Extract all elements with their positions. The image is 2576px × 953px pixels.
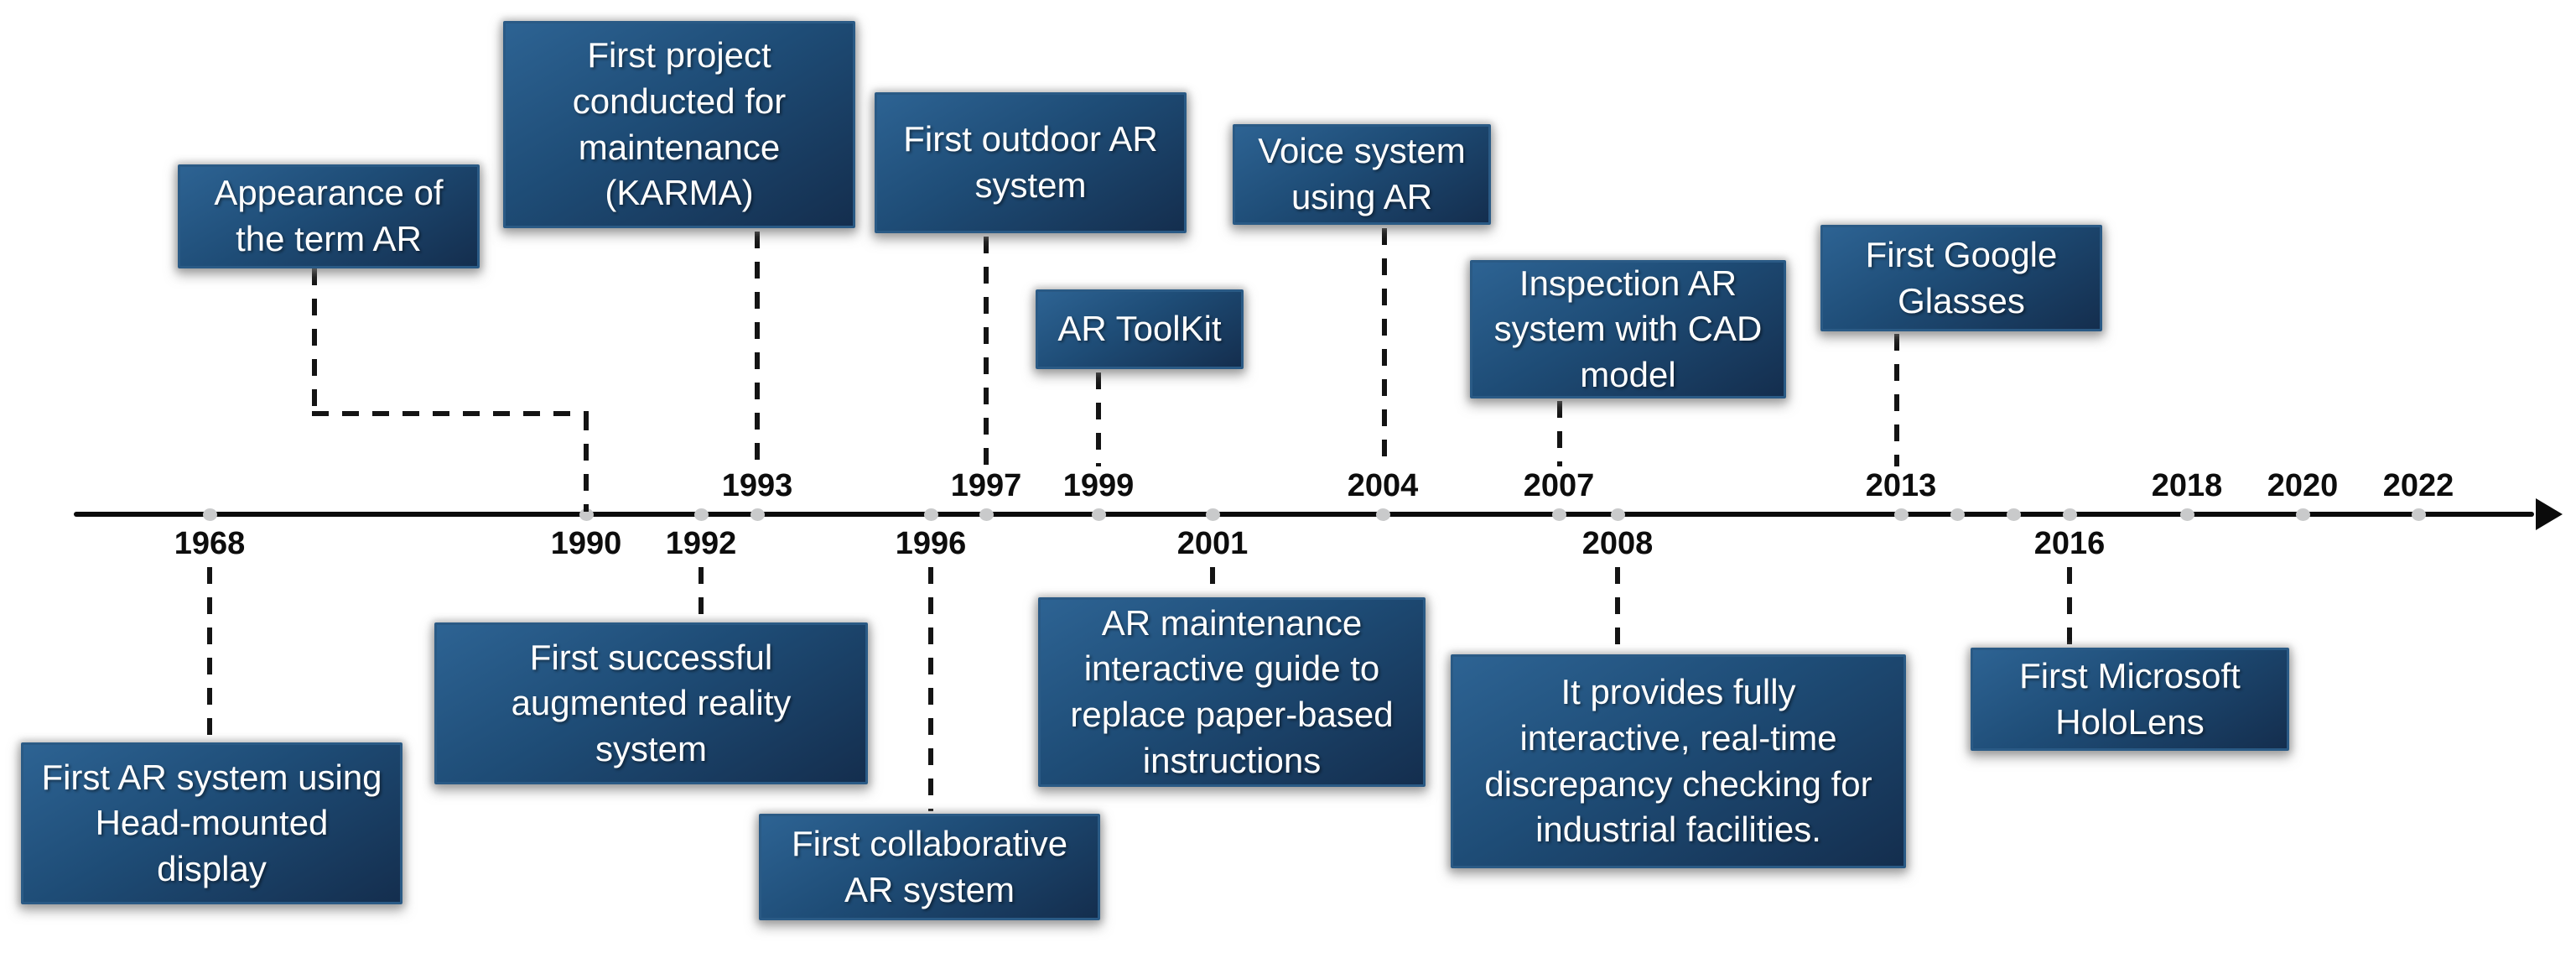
timeline-axis — [74, 512, 2534, 517]
timeline-tick-2018 — [2180, 508, 2194, 521]
year-label-2016: 2016 — [2033, 526, 2106, 561]
timeline-tick — [2007, 508, 2021, 521]
timeline-tick-1996 — [924, 508, 938, 521]
event-label-discrepancy-checking: It provides fully interactive, real-time… — [1484, 672, 1872, 850]
event-box-inspection-cad: Inspection AR system with CAD model — [1470, 260, 1786, 398]
connector-discrepancy-checking — [1615, 567, 1620, 653]
event-box-google-glasses: First Google Glasses — [1820, 225, 2102, 331]
connector-hololens — [2067, 567, 2072, 646]
year-label-2004: 2004 — [1347, 468, 1419, 503]
timeline-tick-2022 — [2412, 508, 2426, 521]
event-box-collaborative-ar: First collaborative AR system — [759, 814, 1100, 920]
year-label-1990: 1990 — [550, 526, 622, 561]
connector-maintenance-guide — [1210, 567, 1215, 596]
timeline-tick-2007 — [1552, 508, 1566, 521]
event-box-ar-toolkit: AR ToolKit — [1036, 289, 1244, 369]
year-label-2007: 2007 — [1523, 468, 1595, 503]
timeline-tick-1968 — [203, 508, 217, 521]
timeline-tick-1990 — [579, 508, 594, 521]
year-label-1992: 1992 — [665, 526, 737, 561]
timeline-tick-2004 — [1376, 508, 1390, 521]
connector-google-glasses — [1894, 334, 1899, 466]
year-label-2001: 2001 — [1176, 526, 1249, 561]
event-label-first-successful: First successful augmented reality syste… — [511, 637, 792, 768]
connector-term-ar — [312, 411, 589, 416]
timeline-tick-2008 — [1611, 508, 1625, 521]
year-label-1997: 1997 — [950, 468, 1022, 503]
event-box-outdoor-ar: First outdoor AR system — [875, 92, 1187, 233]
year-label-2020: 2020 — [2267, 468, 2339, 503]
event-box-discrepancy-checking: It provides fully interactive, real-time… — [1451, 654, 1906, 868]
year-label-1996: 1996 — [895, 526, 967, 561]
connector-term-ar — [584, 414, 589, 512]
timeline-tick-1993 — [750, 508, 765, 521]
year-label-1968: 1968 — [174, 526, 246, 561]
timeline-tick-1992 — [694, 508, 709, 521]
event-box-term-ar: Appearance of the term AR — [178, 164, 480, 268]
connector-head-mounted-display — [207, 567, 212, 740]
year-label-1993: 1993 — [721, 468, 793, 503]
timeline-arrowhead-icon — [2536, 498, 2563, 530]
event-box-head-mounted-display: First AR system using Head-mounted displ… — [21, 742, 402, 904]
year-label-2013: 2013 — [1865, 468, 1937, 503]
event-label-google-glasses: First Google Glasses — [1865, 234, 2058, 320]
event-box-karma: First project conducted for maintenance … — [503, 21, 855, 228]
timeline-tick-2020 — [2296, 508, 2310, 521]
year-label-2008: 2008 — [1581, 526, 1654, 561]
event-box-voice-system: Voice system using AR — [1233, 124, 1491, 225]
timeline-tick-2013 — [1894, 508, 1909, 521]
timeline-tick-2016 — [2063, 508, 2077, 521]
event-label-karma: First project conducted for maintenance … — [572, 35, 787, 213]
connector-outdoor-ar — [984, 237, 989, 466]
timeline-tick-1997 — [979, 508, 994, 521]
connector-first-successful — [699, 567, 704, 621]
event-label-head-mounted-display: First AR system using Head-mounted displ… — [41, 757, 382, 888]
event-box-maintenance-guide: AR maintenance interactive guide to repl… — [1038, 597, 1426, 787]
connector-term-ar — [312, 268, 317, 416]
event-label-ar-toolkit: AR ToolKit — [1057, 309, 1222, 349]
connector-collaborative-ar — [928, 567, 933, 811]
event-label-maintenance-guide: AR maintenance interactive guide to repl… — [1070, 602, 1394, 780]
event-label-collaborative-ar: First collaborative AR system — [791, 823, 1068, 909]
timeline-tick-2001 — [1206, 508, 1220, 521]
event-label-inspection-cad: Inspection AR system with CAD model — [1493, 263, 1763, 394]
event-label-outdoor-ar: First outdoor AR system — [903, 119, 1158, 205]
connector-voice-system — [1382, 228, 1387, 466]
event-box-first-successful: First successful augmented reality syste… — [434, 622, 868, 784]
event-label-hololens: First Microsoft HoloLens — [2019, 655, 2241, 742]
event-label-voice-system: Voice system using AR — [1258, 131, 1466, 216]
timeline-tick — [1950, 508, 1965, 521]
event-box-hololens: First Microsoft HoloLens — [1971, 648, 2289, 751]
year-label-2022: 2022 — [2382, 468, 2454, 503]
connector-karma — [755, 232, 760, 466]
event-label-term-ar: Appearance of the term AR — [214, 173, 444, 258]
year-label-1999: 1999 — [1062, 468, 1135, 503]
timeline-tick-1999 — [1092, 508, 1106, 521]
connector-ar-toolkit — [1096, 372, 1101, 466]
connector-inspection-cad — [1557, 401, 1562, 466]
year-label-2018: 2018 — [2151, 468, 2223, 503]
